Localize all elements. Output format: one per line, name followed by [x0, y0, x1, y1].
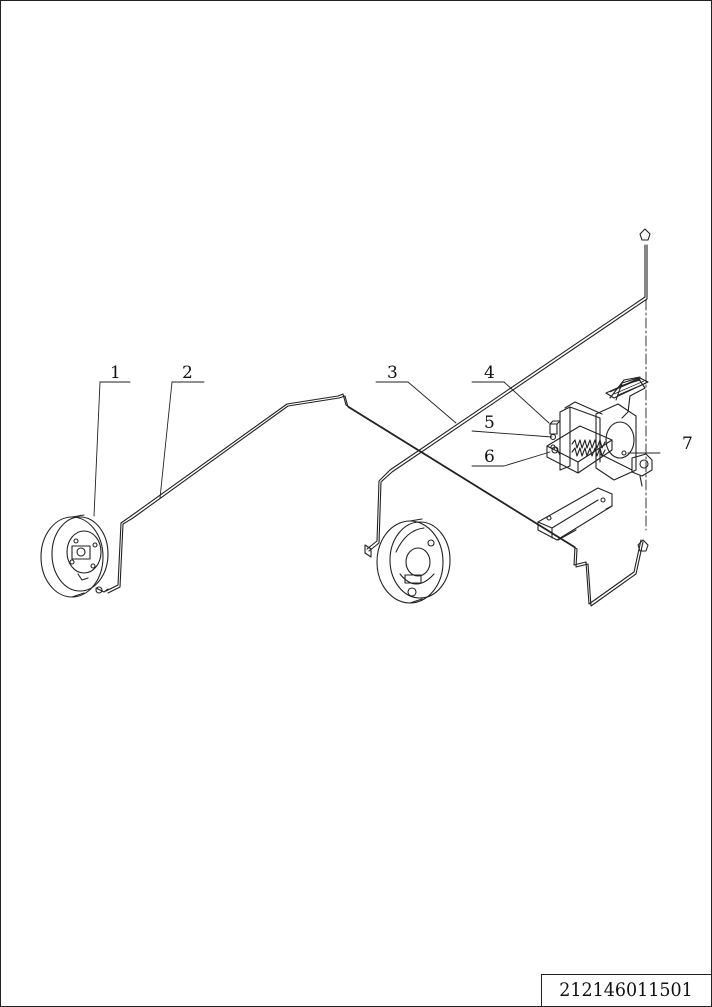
drawing-number: 212146011501 [559, 979, 693, 1001]
brake-line-3 [366, 244, 646, 550]
callout-2: 2 [182, 363, 193, 383]
callout-leaders [93, 381, 661, 517]
title-block [541, 974, 712, 1007]
callout-labels: 1 2 3 4 5 6 7 [110, 363, 693, 467]
right-brake-drum [364, 518, 451, 604]
callout-1: 1 [110, 363, 121, 383]
callout-5: 5 [484, 413, 495, 433]
mounting-plate [537, 487, 613, 541]
pedal-assembly [546, 376, 653, 487]
left-brake-drum [40, 514, 109, 598]
callout-6: 6 [484, 447, 495, 467]
callout-3: 3 [387, 363, 398, 383]
callout-4: 4 [484, 363, 495, 383]
brake-line-2 [105, 393, 642, 605]
callout-7: 7 [682, 434, 693, 454]
